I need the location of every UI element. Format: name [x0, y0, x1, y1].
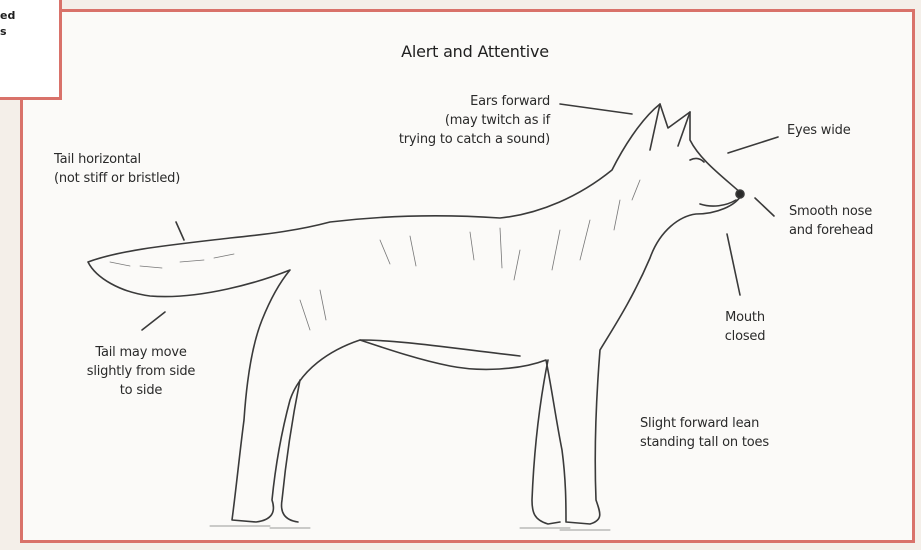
previous-panel-text: ed s [0, 8, 15, 40]
annotation-eyes: Eyes wide [787, 121, 897, 140]
leader-mouth [727, 234, 740, 295]
leader-nose [755, 198, 774, 216]
annotation-mouth: Mouth closed [705, 308, 785, 346]
leader-tail-bottom [142, 312, 165, 330]
annotation-ears: Ears forward (may twitch as if trying to… [300, 92, 550, 149]
dog-eye [690, 158, 704, 162]
dog-front-leg [532, 360, 560, 524]
leader-ears [560, 104, 632, 114]
dog-hind-leg [282, 380, 300, 522]
annotation-tail-movement: Tail may move slightly from side to side [46, 343, 236, 400]
ground-shadow [210, 526, 610, 530]
previous-panel-fragment: ed s [0, 0, 62, 100]
annotation-tail-horizontal: Tail horizontal (not stiff or bristled) [54, 150, 274, 188]
dog-fur-strokes [110, 180, 640, 330]
annotation-forward-lean: Slight forward lean standing tall on toe… [640, 414, 880, 452]
dog-nose [736, 190, 744, 198]
diagram-title: Alert and Attentive [360, 42, 590, 62]
leader-eyes [728, 137, 778, 153]
annotation-nose: Smooth nose and forehead [789, 202, 914, 240]
leader-tail-top [176, 222, 184, 240]
